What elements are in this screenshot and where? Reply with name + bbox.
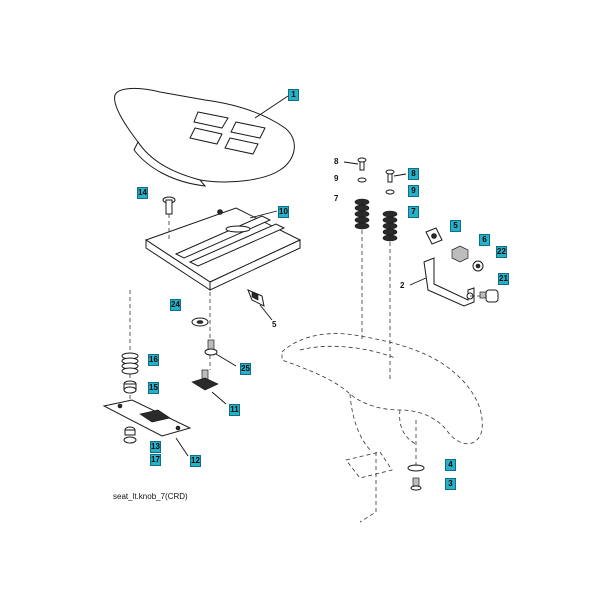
bracket-2-part bbox=[409, 257, 475, 307]
seat-part bbox=[114, 87, 295, 187]
spring-16-part bbox=[121, 352, 139, 375]
knob-22-part bbox=[472, 260, 484, 272]
callout-22: 22 bbox=[496, 246, 507, 258]
diagram-caption: seat_lt.knob_7(CRD) bbox=[113, 492, 188, 501]
plate-12-part bbox=[102, 399, 192, 457]
callout-7-left: 7 bbox=[334, 194, 339, 203]
bolt-14-part bbox=[162, 196, 176, 240]
callout-17: 17 bbox=[150, 454, 161, 466]
callout-3: 3 bbox=[445, 478, 456, 490]
nut-6-part bbox=[451, 245, 469, 263]
callout-16: 16 bbox=[148, 354, 159, 366]
latch-5-right-part bbox=[425, 227, 443, 245]
callout-10: 10 bbox=[278, 206, 289, 218]
callout-2: 2 bbox=[400, 281, 405, 290]
callout-8-left: 8 bbox=[334, 157, 339, 166]
callout-9-left: 9 bbox=[334, 174, 339, 183]
spring-7-left-part bbox=[354, 198, 370, 340]
bushing-15-part bbox=[123, 380, 137, 394]
spring-7-right-part bbox=[382, 210, 398, 380]
bolt-3-part bbox=[410, 477, 422, 491]
callout-4: 4 bbox=[445, 459, 456, 471]
bolt-8-left-part bbox=[343, 157, 367, 183]
callout-25: 25 bbox=[240, 363, 251, 375]
callout-11: 11 bbox=[229, 404, 240, 416]
callout-9-right: 9 bbox=[408, 185, 419, 197]
callout-21: 21 bbox=[498, 273, 509, 285]
callout-24: 24 bbox=[170, 299, 181, 311]
washer-24-part bbox=[191, 317, 209, 327]
callout-12: 12 bbox=[190, 455, 201, 467]
callout-15: 15 bbox=[148, 382, 159, 394]
washer-4-part bbox=[407, 420, 425, 472]
bolt-8-right-part bbox=[385, 169, 407, 195]
callout-14: 14 bbox=[137, 187, 148, 199]
seat-pan-part bbox=[144, 207, 302, 291]
callout-1: 1 bbox=[288, 89, 299, 101]
knob-11-part bbox=[191, 369, 227, 405]
knob-21-part bbox=[470, 289, 499, 303]
callout-6: 6 bbox=[479, 234, 490, 246]
callout-8-right: 8 bbox=[408, 168, 419, 180]
callout-7-right: 7 bbox=[408, 206, 419, 218]
fender-part bbox=[281, 333, 483, 523]
stud-25-part bbox=[204, 339, 237, 367]
callout-5: 5 bbox=[272, 320, 277, 329]
callout-13: 13 bbox=[150, 441, 161, 453]
latch-5-part bbox=[247, 289, 273, 321]
callout-5-right: 5 bbox=[450, 220, 461, 232]
nut-13-part bbox=[123, 426, 137, 444]
